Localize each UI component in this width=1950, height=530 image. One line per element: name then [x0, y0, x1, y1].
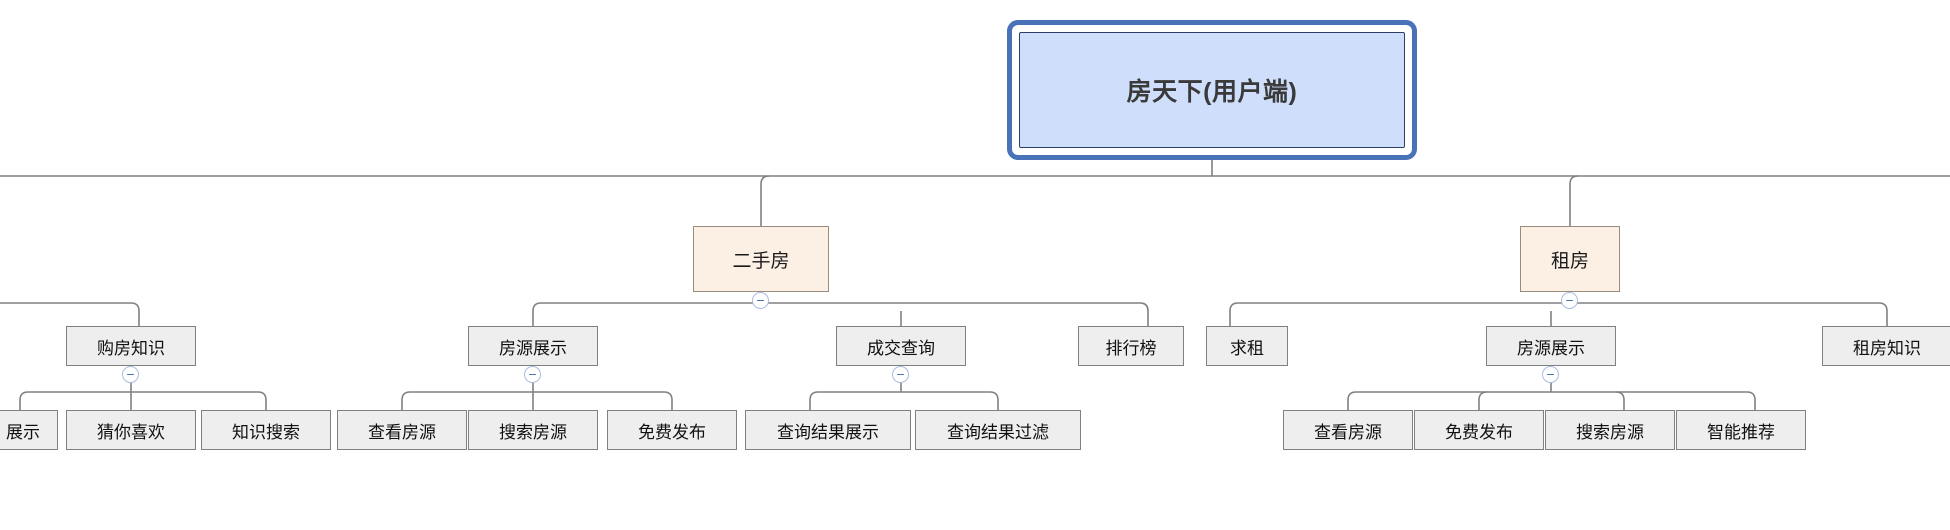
node-label: 搜索房源	[499, 422, 567, 442]
minus-icon	[1566, 299, 1573, 302]
collapse-toggle-fangyuanzhanshi-zufang[interactable]	[1542, 366, 1559, 383]
node-label: 免费发布	[1445, 422, 1513, 442]
node-label: 查询结果展示	[777, 422, 879, 442]
node-label: 二手房	[732, 250, 790, 272]
node-label: 房源展示	[499, 338, 567, 358]
node-leaf-chaxunjieguozhanshi[interactable]: 查询结果展示	[745, 410, 911, 450]
node-leaf-chakanfangyuan-zufang[interactable]: 查看房源	[1283, 410, 1413, 450]
node-leaf-chakanfangyuan-ershou[interactable]: 查看房源	[337, 410, 467, 450]
node-leaf-sousuofangyuan-ershou[interactable]: 搜索房源	[468, 410, 598, 450]
node-label: 成交查询	[867, 338, 935, 358]
node-zufang[interactable]: 租房	[1520, 226, 1620, 292]
node-label: 查看房源	[1314, 422, 1382, 442]
node-label: 搜索房源	[1576, 422, 1644, 442]
node-leaf-mianfeifabu-zufang[interactable]: 免费发布	[1414, 410, 1544, 450]
collapse-toggle-fangyuanzhanshi-ershou[interactable]	[524, 366, 541, 383]
node-label: 房源展示	[1517, 338, 1585, 358]
node-zufangzhishi[interactable]: 租房知识	[1822, 326, 1950, 366]
collapse-toggle-gofangzhishi[interactable]	[122, 366, 139, 383]
minus-icon	[1547, 373, 1554, 376]
minus-icon	[757, 299, 764, 302]
node-label: 知识搜索	[232, 422, 300, 442]
node-label: 购房知识	[97, 338, 165, 358]
collapse-toggle-chengjiaochaxun[interactable]	[892, 366, 909, 383]
node-leaf-sousuofangyuan-zufang[interactable]: 搜索房源	[1545, 410, 1675, 450]
collapse-toggle-ershoufang[interactable]	[752, 292, 769, 309]
node-paihangbang[interactable]: 排行榜	[1078, 326, 1184, 366]
node-leaf-chaxunjieguoguolv[interactable]: 查询结果过滤	[915, 410, 1081, 450]
node-ershoufang[interactable]: 二手房	[693, 226, 829, 292]
node-label: 查看房源	[368, 422, 436, 442]
node-label: 免费发布	[638, 422, 706, 442]
node-leaf-zhishisousuo[interactable]: 知识搜索	[201, 410, 331, 450]
collapse-toggle-zufang[interactable]	[1561, 292, 1578, 309]
root-node-label: 房天下(用户端)	[1126, 78, 1298, 106]
minus-icon	[529, 373, 536, 376]
node-label: 展示	[6, 422, 40, 442]
node-label: 排行榜	[1105, 338, 1157, 358]
minus-icon	[897, 373, 904, 376]
root-node[interactable]: 房天下(用户端)	[1019, 32, 1405, 148]
node-leaf-cainixihuan[interactable]: 猜你喜欢	[66, 410, 196, 450]
node-leaf-mianfeifabu-ershou[interactable]: 免费发布	[607, 410, 737, 450]
node-leaf-zhanshi-clipped[interactable]: 展示	[0, 410, 58, 450]
node-qiuzu[interactable]: 求租	[1206, 326, 1288, 366]
node-label: 租房	[1550, 250, 1589, 272]
node-label: 租房知识	[1853, 338, 1921, 358]
node-label: 求租	[1230, 338, 1264, 358]
node-label: 查询结果过滤	[947, 422, 1049, 442]
node-fangyuanzhanshi-ershou[interactable]: 房源展示	[468, 326, 598, 366]
node-label: 智能推荐	[1707, 422, 1775, 442]
minus-icon	[127, 373, 134, 376]
node-chengjiaochaxun[interactable]: 成交查询	[836, 326, 966, 366]
node-gofangzhishi[interactable]: 购房知识	[66, 326, 196, 366]
node-leaf-zhinengtuijian[interactable]: 智能推荐	[1676, 410, 1806, 450]
node-label: 猜你喜欢	[97, 422, 165, 442]
node-fangyuanzhanshi-zufang[interactable]: 房源展示	[1486, 326, 1616, 366]
